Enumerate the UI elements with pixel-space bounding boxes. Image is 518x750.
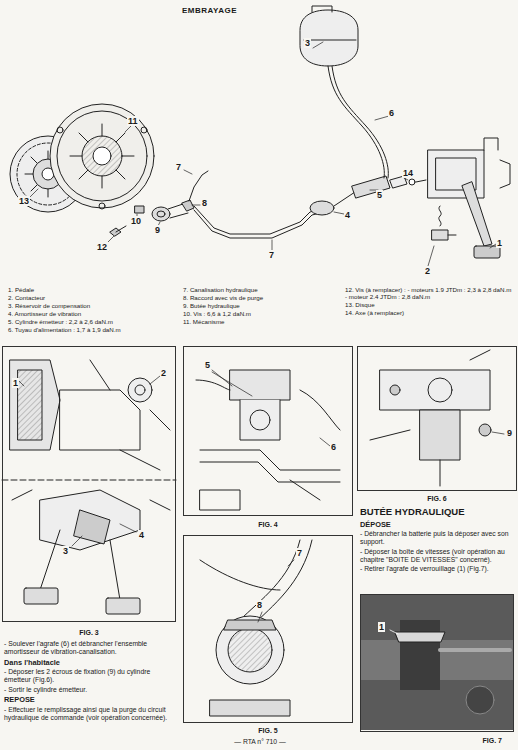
panel-frame	[357, 346, 517, 491]
section-heading: DÉPOSE	[360, 520, 515, 529]
figure-caption: FIG. 7	[360, 736, 502, 746]
body-text: - Débrancher la batterie puis la déposer…	[360, 530, 515, 546]
body-text: - Retirer l'agrafe de verrouillage (1) (…	[360, 565, 515, 573]
master-cylinder	[352, 176, 426, 198]
callout-number: 7	[268, 250, 275, 260]
callout-number: 3	[62, 546, 69, 556]
panel-frame	[183, 346, 353, 516]
callout-number: 7	[296, 548, 303, 558]
callout-number: 1	[12, 378, 19, 388]
section-heading: BUTÉE HYDRAULIQUE	[360, 506, 515, 518]
callout-number: 14	[402, 168, 414, 178]
legend-item: 11. Mécanisme	[183, 318, 341, 325]
legend-item: 9. Butée hydraulique	[183, 302, 341, 309]
clip-figure	[200, 540, 312, 716]
legend-item: 10. Vis : 6,6 à 1,2 daN.m	[183, 310, 341, 317]
callout-number: 8	[201, 198, 208, 208]
body-text: - Déposer la boîte de vitesses (voir opé…	[360, 548, 515, 564]
callout-number: 3	[304, 38, 311, 48]
legend-item: 7. Canalisation hydraulique	[183, 286, 341, 293]
figure-panel: FIG. 6	[357, 346, 517, 504]
legend-item: 12. Vis (à remplacer) : - moteurs 1.9 JT…	[345, 286, 513, 301]
callout-number: 6	[388, 108, 395, 118]
legend-item: 13. Disque	[345, 301, 513, 308]
hydraulic-line	[194, 190, 358, 238]
callout-number: 4	[138, 530, 145, 540]
callout-number: 4	[344, 210, 351, 220]
body-text: - Soulever l'agrafe (6) et débrancher l'…	[4, 640, 178, 656]
figure-panel: FIG. 4	[183, 346, 353, 530]
legend-item: 3. Réservoir de compensation	[8, 302, 176, 309]
callout-number: 7	[175, 162, 182, 172]
figure-panel: FIG. 7	[360, 594, 514, 746]
callout-number: 9	[154, 225, 161, 235]
pedal-box-figure	[2, 360, 176, 614]
callout-number: 2	[160, 368, 167, 378]
callout-number: 5	[376, 190, 383, 200]
callout-number: 1	[496, 238, 503, 248]
figure-caption: FIG. 4	[183, 520, 353, 530]
callout-number: 8	[256, 600, 263, 610]
callout-number: 13	[18, 196, 30, 206]
legend-item: 4. Amortisseur de vibration	[8, 310, 176, 317]
callout-number: 12	[96, 242, 108, 252]
cylinder-mount-figure	[370, 350, 504, 486]
body-text: - Déposer les 2 écrous de fixation (9) d…	[4, 668, 178, 684]
figure-caption: FIG. 3	[2, 628, 176, 638]
callout-number: 6	[330, 442, 337, 452]
callout-number: 9	[506, 428, 513, 438]
panel-frame	[183, 535, 353, 723]
legend-item: 1. Pédale	[8, 286, 176, 293]
legend-item: 2. Contacteur	[8, 294, 176, 301]
legend-item: 14. Axe (à remplacer)	[345, 309, 513, 316]
section-heading: Dans l'habitacle	[4, 658, 178, 667]
reservoir	[300, 6, 388, 178]
panel-frame	[360, 594, 514, 732]
pedal-assembly	[428, 138, 510, 258]
callout-number: 5	[204, 360, 211, 370]
body-text: - Sortir le cylindre émetteur.	[4, 686, 178, 694]
figure-caption: FIG. 5	[183, 726, 353, 736]
legend-item: 5. Cylindre émetteur : 2,2 à 2,6 daN.m	[8, 318, 176, 325]
photo	[361, 595, 513, 730]
figure-caption: FIG. 6	[357, 494, 517, 504]
legend-item: 6. Tuyau d'alimentation : 1,7 à 1,9 daN.…	[8, 326, 176, 333]
page-footer: — RTA n° 710 —	[200, 738, 320, 745]
pressure-plate	[50, 104, 154, 209]
callout-number: 1	[378, 622, 385, 632]
body-text: - Effectuer le remplissage ainsi que la …	[4, 706, 178, 722]
release-bearing	[110, 171, 208, 236]
figure-panel: FIG. 5	[183, 535, 353, 736]
callout-number: 10	[130, 216, 142, 226]
master-cylinder-figure	[196, 370, 340, 510]
panel-frame	[2, 346, 176, 622]
section-heading: REPOSE	[4, 695, 178, 704]
callout-number: 2	[424, 266, 431, 276]
figure-panel: FIG. 3	[2, 346, 176, 638]
legend-item: 8. Raccord avec vis de purge	[183, 294, 341, 301]
leader-lines	[30, 42, 496, 266]
callout-number: 11	[127, 116, 139, 126]
title: EMBRAYAGE	[182, 6, 237, 15]
